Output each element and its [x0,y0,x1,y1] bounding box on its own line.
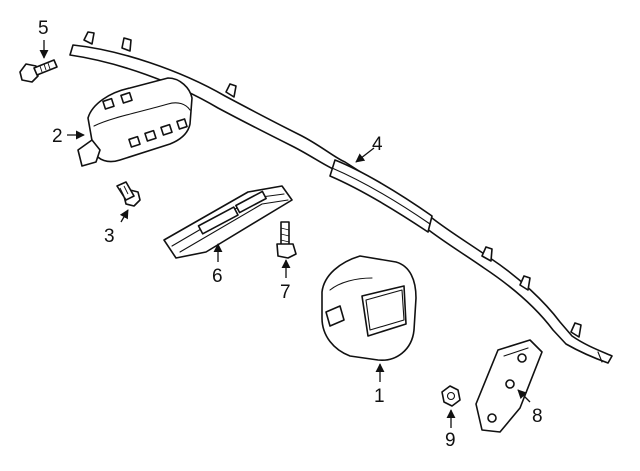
curtain-airbag-part [69,31,613,364]
callout-4: 4 [372,134,383,155]
nut-part-9 [441,385,461,407]
callout-1: 1 [374,386,385,407]
callout-5: 5 [38,18,49,39]
driver-airbag-module-part [321,255,417,361]
passenger-airbag-module-part [77,77,193,167]
callout-8: 8 [532,406,543,427]
bolt-part-3 [116,181,141,207]
callout-3: 3 [104,226,115,247]
callout-6: 6 [212,266,223,287]
bolt-part-7 [276,221,297,259]
knee-airbag-cover-part [163,185,293,259]
callout-leaders [39,40,531,428]
callout-9: 9 [445,430,456,451]
airbag-bracket-part [475,339,543,433]
callout-7: 7 [280,282,291,303]
bolt-part-5 [19,59,58,83]
callout-2: 2 [52,126,63,147]
